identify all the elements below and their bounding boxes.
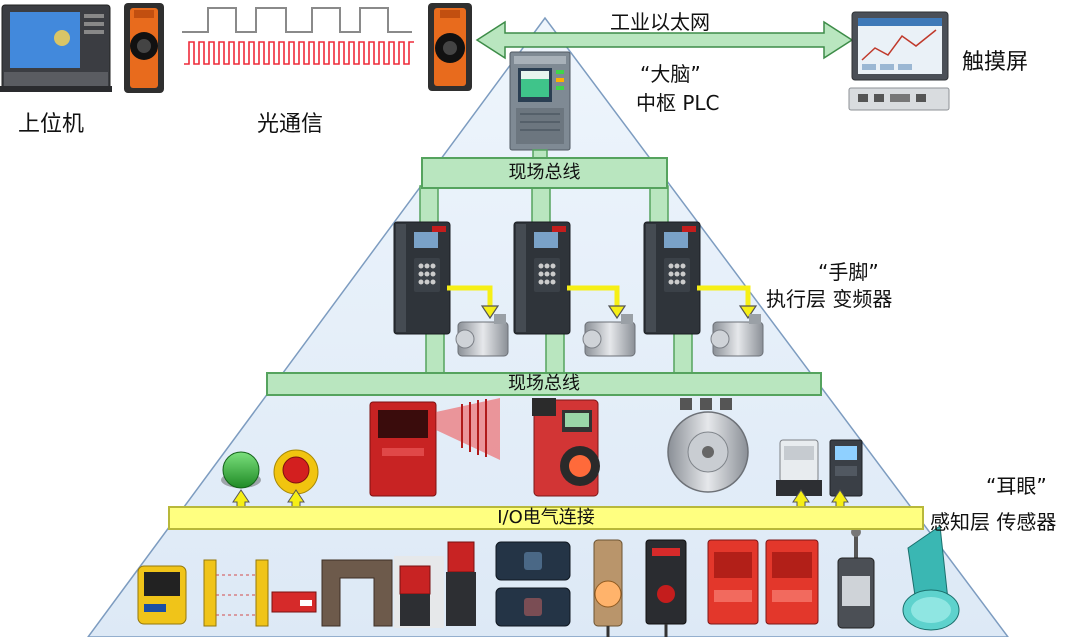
fieldbus-mid-label: 现场总线 [508,373,580,394]
touch-screen-hmi-icon [848,11,950,111]
optical-transceiver-right-icon [428,3,472,91]
vfd-drive-2-icon [513,221,571,335]
fieldbus-top-label: 现场总线 [508,162,581,183]
sensor-layer-label: 感知层 传感器 [930,510,1057,534]
laser-distance-sensor-icon [532,398,600,497]
io-up-arrows [232,489,849,509]
sensor-quote-label: “耳眼” [986,474,1047,498]
fieldbus-mid-bar: 现场总线 [266,372,822,396]
emergency-stop-button-icon [273,449,319,495]
safety-laser-scanner-icon [137,565,187,625]
io-bus-bar: I/O电气连接 [168,506,924,530]
servo-motor-2-icon [582,314,636,357]
photoelectric-sensor-red-1-icon [707,539,759,625]
vfd-drive-3-icon [643,221,701,335]
optical-signal-pulses [184,41,414,65]
optical-communication-label: 光通信 [257,112,324,137]
actuator-layer-label: 执行层 变频器 [766,287,893,311]
servo-motor-1-icon [455,314,509,357]
host-pc-label: 上位机 [18,112,85,137]
plc-quote-label: “大脑” [640,62,701,86]
fork-sensor-small-icon [271,591,317,613]
rotary-encoder-icon [667,398,749,493]
host-pc-icon [0,4,112,92]
photoelectric-sensor-black-icon [645,539,687,637]
fork-sensor-large-icon [321,559,393,627]
green-push-button-icon [221,451,261,489]
hmi-label: 触摸屏 [962,50,1029,75]
inductive-proximity-sensor-icon [593,539,623,637]
fieldbus-top-bar: 现场总线 [421,157,668,189]
optical-transceiver-left-icon [124,3,164,93]
actuator-quote-label: “手脚” [818,260,879,284]
ethernet-label: 工业以太网 [610,10,710,34]
drive-to-motor-arrows [447,285,758,320]
rfid-sensor-icon [495,541,571,627]
plc-controller-icon [509,51,571,151]
plc-label: 中枢 PLC [636,91,720,115]
servo-motor-3-icon [710,314,764,357]
contactor-icon [829,439,863,497]
io-bus-label: I/O电气连接 [497,507,595,528]
barcode-scanner-icon [369,398,500,497]
vfd-drive-1-icon [393,221,451,335]
safety-door-switch-icon [394,541,476,628]
relay-icon [776,439,822,496]
digital-signal-waveform [182,7,412,33]
safety-light-curtain-icon [203,559,269,627]
photoelectric-sensor-red-2-icon [765,539,819,625]
optical-signal-waveform [184,41,414,65]
ultrasonic-sensor-icon [902,525,960,631]
